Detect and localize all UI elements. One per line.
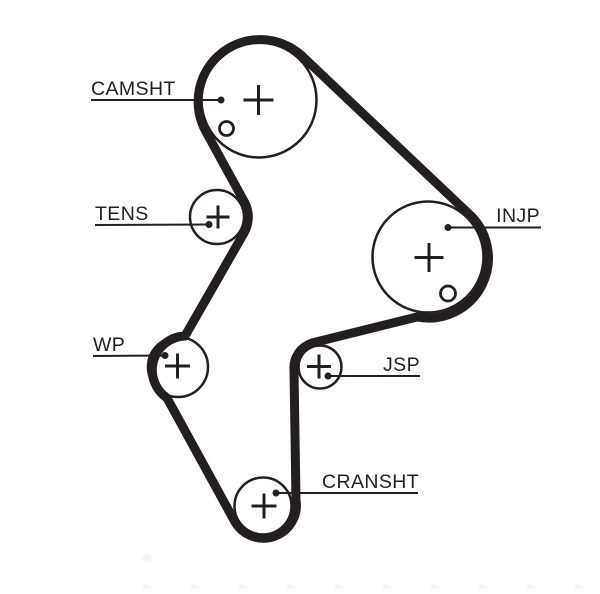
injection-pump-center-mark [414,243,444,272]
tensioner-center-mark [206,205,230,229]
jockey-label: JSP [383,354,420,376]
camshaft-center-mark [243,85,274,115]
injection-pump-label-dot [444,224,452,231]
camshaft-alignment-hole [218,120,235,137]
jockey-center-mark [307,354,331,379]
injection-pump-label: INJP [496,205,540,227]
tensioner-label: TENS [95,203,149,225]
tensioner-label-line [94,223,210,226]
tensioner-label-dot [205,221,213,228]
watermark-dots [142,553,584,594]
water-pump-center-mark [165,353,190,379]
water-pump-label: WP [93,334,125,356]
camshaft-label-dot [217,96,225,104]
water-pump-label-line [92,354,166,357]
water-pump-label-dot [161,352,169,359]
injection-pump-alignment-hole [439,284,457,303]
crankshaft-center-mark [251,493,277,519]
crankshaft-label: CRANSHT [322,471,419,493]
jockey-label-dot [324,372,332,380]
timing-belt [147,35,493,543]
camshaft-label: CAMSHT [91,78,176,100]
crankshaft-label-dot [272,489,280,497]
